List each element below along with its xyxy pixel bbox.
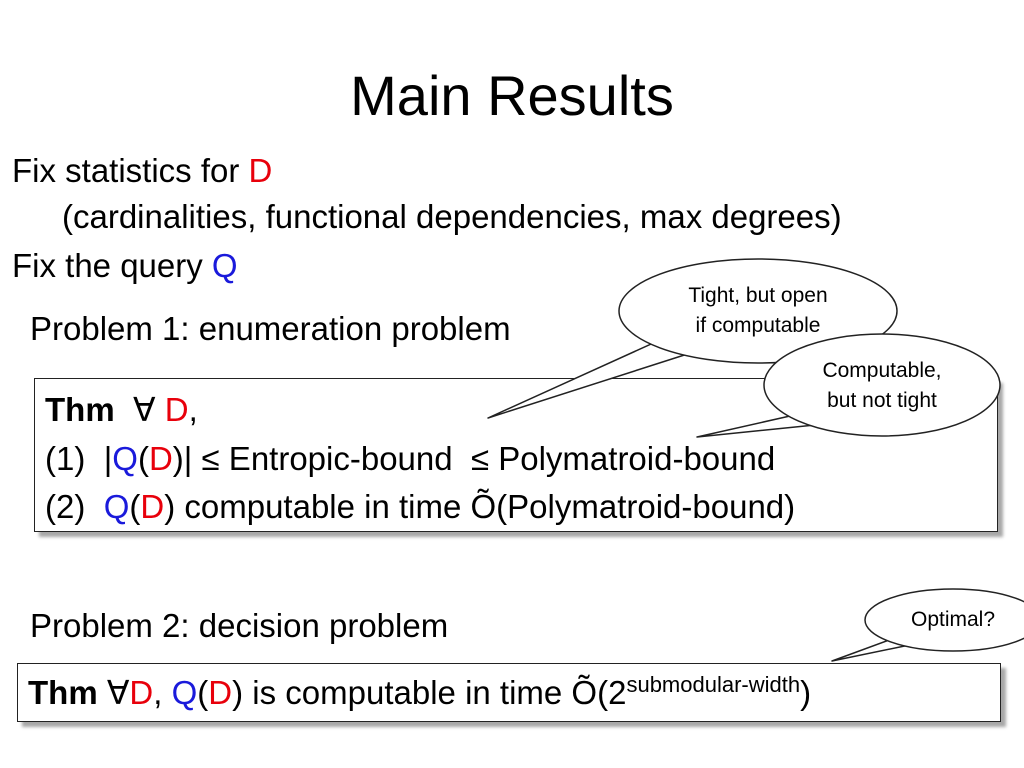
problem-2-heading: Problem 2: decision problem [30, 607, 449, 644]
paren: ( [137, 440, 149, 477]
bubble-text-line: but not tight [827, 389, 937, 412]
comma: , [153, 674, 172, 711]
fix-query-line: Fix the query Q [12, 249, 238, 282]
variable-d: D [140, 488, 165, 525]
variable-d: D [129, 674, 154, 711]
bound-inequality: | ≤ Entropic-bound ≤ Polymatroid-bound [183, 440, 776, 477]
paren: ( [129, 488, 141, 525]
variable-q: Q [103, 488, 130, 525]
variable-d: D [208, 674, 233, 711]
variable-q: Q [211, 247, 238, 284]
paren: ) [172, 440, 184, 477]
bubble-text-line: Tight, but open [688, 284, 828, 307]
item-number: (2) [45, 488, 86, 525]
bubble-text-line: if computable [695, 314, 821, 337]
statistics-list: (cardinalities, functional dependencies,… [62, 198, 842, 235]
bubble-computable-not-tight [696, 333, 1001, 438]
bubble-tight-but-open [487, 258, 898, 419]
slide-title: Main Results [350, 64, 674, 127]
bubble-optimal-text: Optimal? [910, 608, 996, 631]
paren: ) [164, 488, 176, 525]
variable-d: D [248, 152, 273, 189]
bubble-computable-text: Computable, but not tight [772, 356, 992, 416]
theorem-2-box: Thm ∀D, Q(D) is computable in time Õ(2su… [17, 663, 1001, 722]
fix-statistics-text: Fix statistics for [12, 152, 249, 189]
variable-q: Q [112, 440, 138, 477]
variable-d: D [148, 440, 173, 477]
theorem-1-header: Thm ∀ D, [45, 393, 198, 426]
problem-1-heading: Problem 1: enumeration problem [30, 310, 511, 347]
variable-q: Q [171, 674, 198, 711]
bubble-tight-text: Tight, but open if computable [648, 281, 868, 341]
paren: ) [232, 674, 244, 711]
theorem-1-line-1: (1) |Q(D)| ≤ Entropic-bound ≤ Polymatroi… [45, 442, 775, 475]
thm-label: Thm [45, 391, 115, 428]
theorem-2-line: Thm ∀D, Q(D) is computable in time Õ(2su… [28, 674, 812, 711]
abs-bar: | [103, 440, 113, 477]
paren: ) [800, 674, 812, 711]
variable-d: D [164, 391, 189, 428]
item-number: (1) [45, 440, 86, 477]
computable-time-text: is computable in time Õ(2 [243, 674, 627, 711]
paren: ( [197, 674, 209, 711]
submodular-width-exponent: submodular-width [626, 672, 801, 697]
bubble-text-line: Computable, [822, 359, 942, 382]
forall-symbol: ∀ [133, 391, 156, 428]
fix-statistics-line: Fix statistics for D [12, 154, 272, 187]
fix-query-text: Fix the query [12, 247, 212, 284]
bubble-optimal [831, 588, 1024, 662]
computable-time-text: computable in time Õ(Polymatroid-bound) [175, 488, 796, 525]
forall-symbol: ∀ [106, 674, 130, 711]
comma: , [188, 391, 198, 428]
thm-label: Thm [28, 674, 98, 711]
theorem-1-line-2: (2) Q(D) computable in time Õ(Polymatroi… [45, 490, 795, 523]
